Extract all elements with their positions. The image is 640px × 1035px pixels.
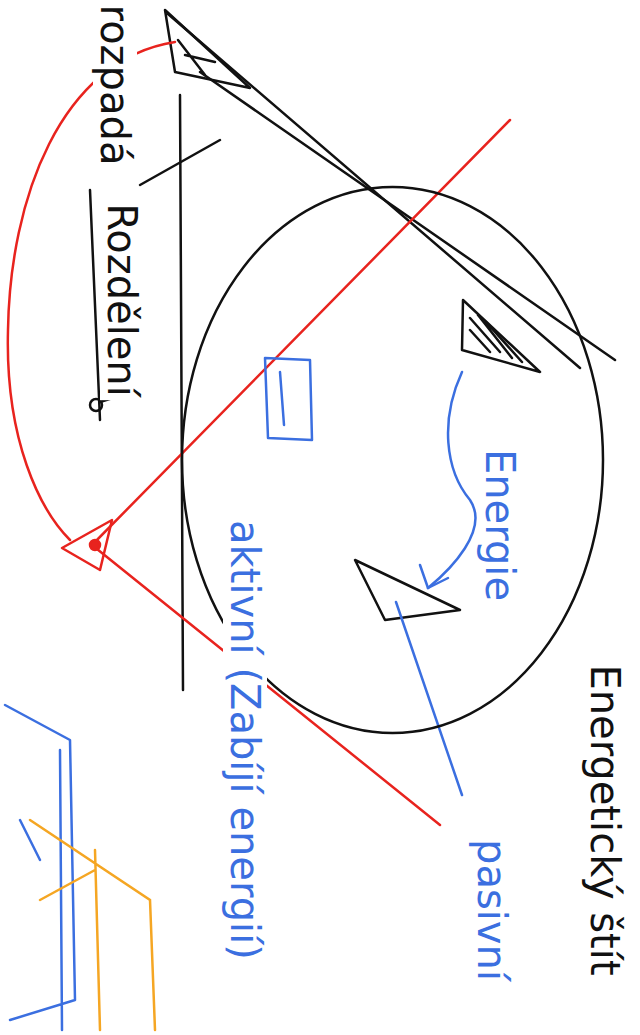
leader-line: [396, 602, 462, 795]
red-arrowhead: [62, 520, 112, 570]
energy-label: Energie: [478, 446, 522, 604]
passive-label: pasivní: [470, 836, 514, 984]
triangle-hatch: [470, 315, 522, 362]
energy-arrow: [428, 372, 475, 588]
decay-label: rozpadá: [93, 2, 137, 169]
barrier-line: [180, 95, 183, 690]
title: Energetický štít: [583, 661, 627, 978]
red-curve: [8, 42, 175, 540]
active-label: aktivní (Zabíjí energií): [223, 517, 267, 963]
shield-circle: Energieaktivní (Zabíjí energií): [180, 185, 605, 735]
red-line: [92, 120, 510, 545]
split-label: Rozdělení: [100, 200, 144, 400]
sight-line: [168, 14, 580, 368]
lever-line: [90, 190, 100, 420]
orange-sketch: [30, 820, 155, 1030]
shield-triangle: [355, 560, 460, 620]
tick-line: [140, 140, 220, 185]
active-bracket: [265, 358, 312, 440]
sight-line: [200, 72, 615, 360]
energy-arrowhead: [420, 565, 448, 588]
triangle-hatch: [178, 40, 215, 75]
shaded-triangle: [462, 300, 540, 372]
blue-sketch: [5, 705, 75, 1030]
red-dot: [90, 540, 100, 550]
